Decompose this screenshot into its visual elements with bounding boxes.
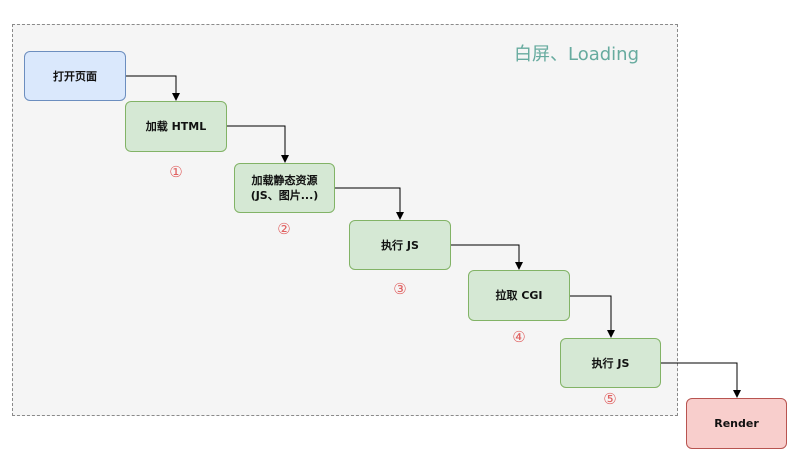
step-number-1: ① [169,163,183,181]
step-number-4: ④ [512,328,526,346]
node-exec-js-2: 执行 JS [560,338,661,388]
step-number-5: ⑤ [603,390,617,408]
step-number-3: ③ [393,280,407,298]
connector-cgi-to-js2 [570,295,615,338]
connector-js1-to-cgi [451,244,523,270]
node-render: Render [686,398,787,449]
connector-static-to-js1 [335,187,404,220]
region-title: 白屏、Loading [514,44,640,65]
node-fetch-cgi: 拉取 CGI [468,270,570,321]
node-open-page: 打开页面 [24,51,126,101]
node-load-static-resources: 加载静态资源 (JS、图片...) [234,163,335,213]
connector-open-to-html [126,75,180,101]
connector-html-to-static [227,125,289,163]
connector-js2-to-render [661,362,741,398]
step-number-2: ② [277,220,291,238]
node-exec-js-1: 执行 JS [349,220,451,270]
node-load-html: 加载 HTML [125,101,227,152]
